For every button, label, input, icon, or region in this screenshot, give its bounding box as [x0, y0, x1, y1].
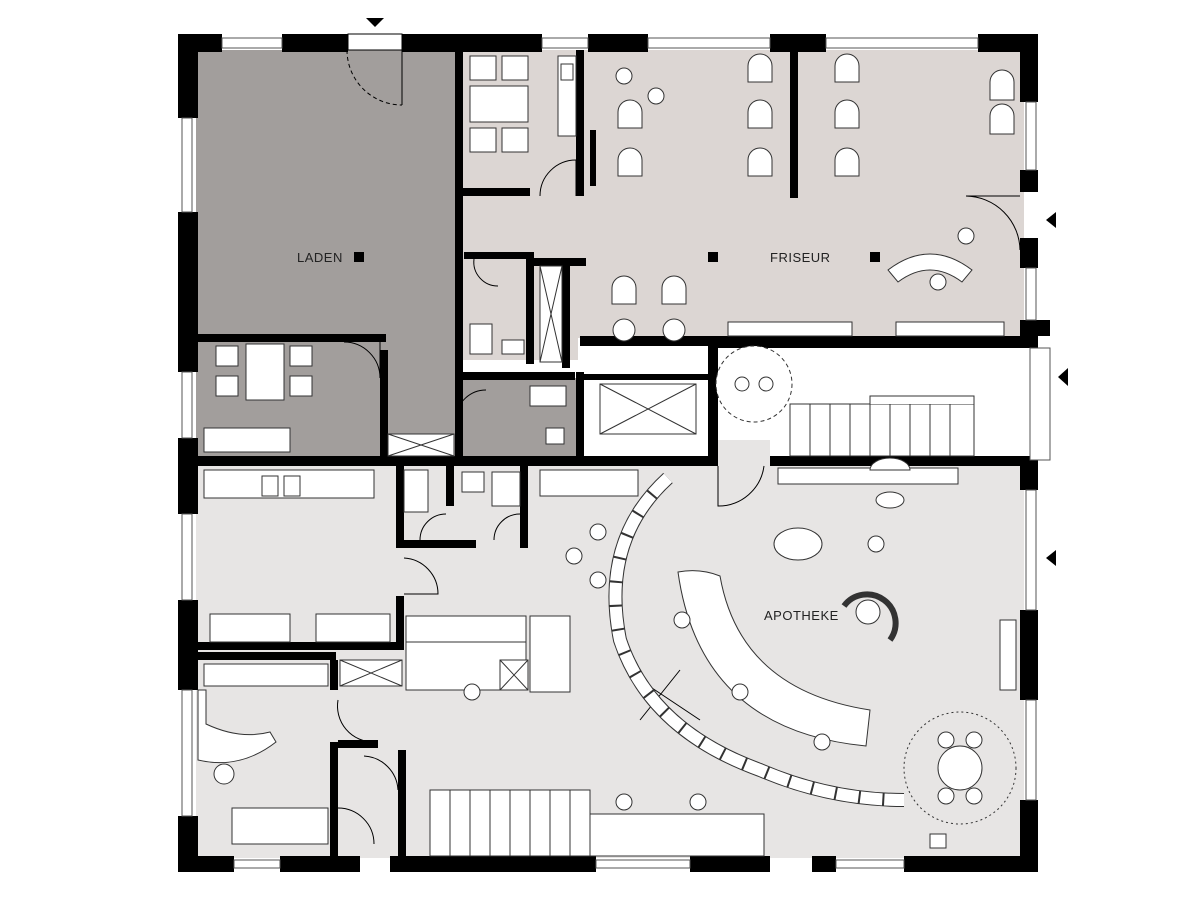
entry-arrow-icon: [1046, 550, 1056, 566]
room-laden: [196, 50, 458, 338]
entry-arrow-icon: [1058, 368, 1068, 386]
doors: [337, 33, 1021, 845]
entry-arrow-icon: [1046, 212, 1056, 228]
room-label-laden: LADEN: [297, 250, 343, 265]
entry-arrow-icon: [366, 18, 384, 27]
walls: [178, 34, 1050, 872]
windows: [181, 37, 1051, 869]
room-apotheke-entry: [718, 440, 770, 470]
furniture: [197, 53, 1017, 857]
room-label-apotheke: APOTHEKE: [764, 608, 839, 623]
room-label-friseur: FRISEUR: [770, 250, 831, 265]
entry-arrows: [366, 18, 1068, 566]
people-figures: [463, 67, 975, 751]
